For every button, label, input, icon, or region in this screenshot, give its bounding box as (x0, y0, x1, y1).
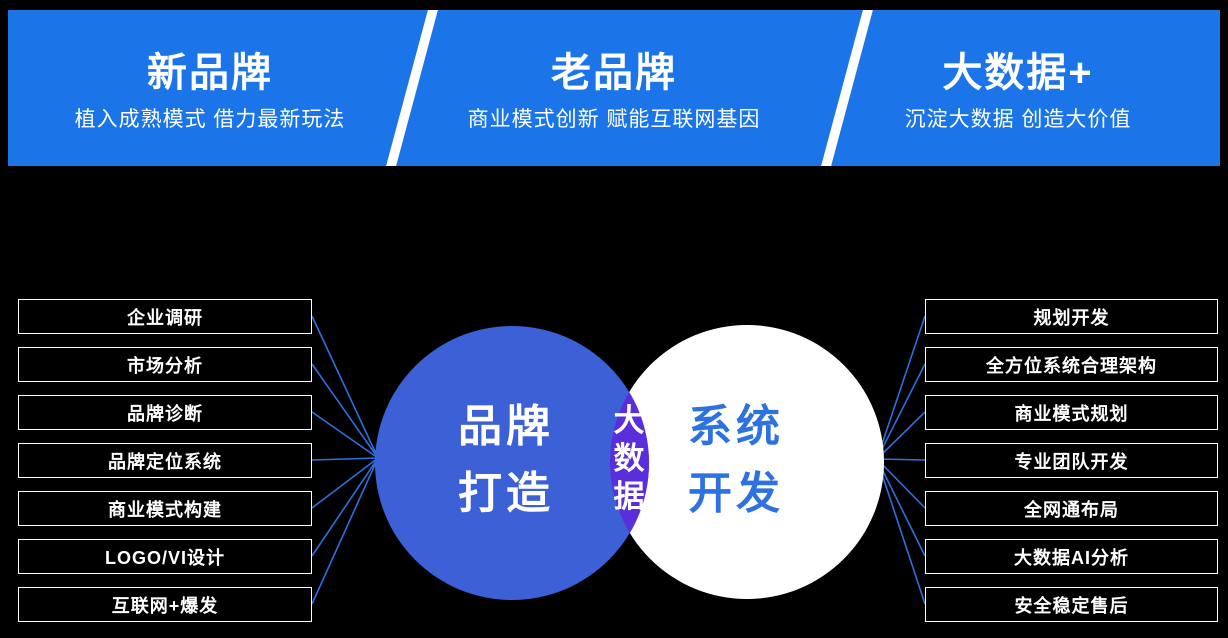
left-item-label: 企业调研 (127, 307, 203, 328)
banner-section-big-data: 大数据+ 沉淀大数据 创造大价值 (816, 10, 1220, 166)
big-data-subtitle: 沉淀大数据 创造大价值 (904, 107, 1132, 131)
connector-line (876, 458, 926, 557)
right-item-box: 专业团队开发 (925, 443, 1218, 478)
connector-line (876, 315, 926, 460)
connector-line (876, 458, 926, 605)
left-item-box: LOGO/VI设计 (18, 539, 312, 574)
top-banner: 新品牌 植入成熟模式 借力最新玩法 老品牌 商业模式创新 赋能互联网基因 大数据… (8, 10, 1220, 166)
big-data-label-char2: 数 (614, 441, 645, 476)
big-data-label-char1: 大 (614, 403, 645, 438)
left-item-box: 品牌诊断 (18, 395, 312, 430)
right-item-label: 规划开发 (1033, 307, 1110, 328)
connector-line (311, 457, 379, 557)
brand-build-label-line1: 品牌 (458, 402, 554, 451)
right-item-box: 大数据AI分析 (925, 539, 1218, 574)
left-item-label: 商业模式构建 (108, 499, 222, 520)
old-brand-title: 老品牌 (551, 50, 677, 95)
left-item-box: 市场分析 (18, 347, 312, 382)
right-item-label: 商业模式规划 (1014, 403, 1129, 424)
big-data-label-char3: 据 (614, 479, 645, 514)
left-item-label: 市场分析 (127, 355, 203, 376)
connector-line (311, 315, 379, 459)
system-dev-label-line2: 开发 (688, 469, 784, 518)
left-item-box: 互联网+爆发 (18, 587, 312, 622)
brand-build-label-line2: 打造 (458, 469, 554, 518)
brand-build-circle (375, 326, 649, 600)
right-item-label: 全网通布局 (1024, 499, 1119, 520)
connector-line (876, 458, 926, 461)
right-connector-lines (876, 315, 926, 605)
right-item-box: 安全稳定售后 (925, 587, 1218, 622)
right-item-label: 安全稳定售后 (1014, 595, 1129, 616)
connector-line (876, 458, 926, 509)
connector-line (311, 457, 379, 605)
left-item-box: 品牌定位系统 (18, 443, 312, 478)
connector-line (311, 411, 379, 459)
old-brand-subtitle: 商业模式创新 赋能互联网基因 (467, 107, 761, 131)
system-dev-circle (610, 325, 884, 599)
right-item-box: 全网通布局 (925, 491, 1218, 526)
new-brand-subtitle: 植入成熟模式 借力最新玩法 (74, 107, 346, 131)
left-item-label: 品牌诊断 (127, 403, 203, 424)
left-item-label: 互联网+爆发 (111, 595, 219, 616)
connector-line (311, 363, 379, 459)
left-connector-lines (311, 315, 379, 605)
connector-line (876, 411, 926, 460)
connector-line (311, 457, 379, 461)
right-item-box: 商业模式规划 (925, 395, 1218, 430)
big-data-title: 大数据+ (942, 50, 1094, 95)
right-item-label: 大数据AI分析 (1014, 547, 1129, 568)
banner-section-new-brand: 新品牌 植入成熟模式 借力最新玩法 (8, 10, 412, 166)
left-item-label: LOGO/VI设计 (104, 547, 225, 568)
left-item-box: 商业模式构建 (18, 491, 312, 526)
system-dev-label-line1: 系统 (688, 402, 784, 451)
right-item-label: 全方位系统合理架构 (986, 355, 1157, 376)
right-item-box: 规划开发 (925, 299, 1218, 334)
banner-section-old-brand: 老品牌 商业模式创新 赋能互联网基因 (412, 10, 816, 166)
left-item-box: 企业调研 (18, 299, 312, 334)
new-brand-title: 新品牌 (147, 50, 273, 95)
right-item-box: 全方位系统合理架构 (925, 347, 1218, 382)
connector-line (311, 457, 379, 509)
left-item-label: 品牌定位系统 (108, 451, 222, 472)
right-item-label: 专业团队开发 (1014, 451, 1129, 472)
connector-line (876, 363, 926, 460)
